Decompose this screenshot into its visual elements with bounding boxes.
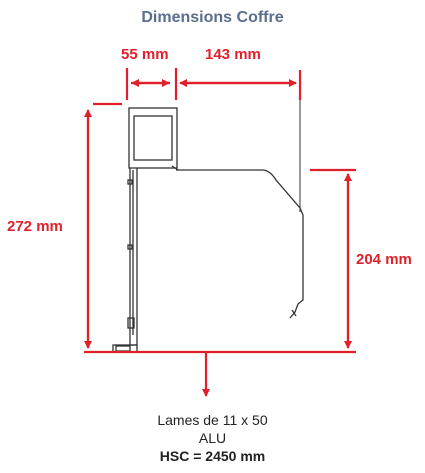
dimension-204 [310, 168, 356, 349]
caption-slat-size: Lames de 11 x 50 [157, 412, 268, 428]
caption-material: ALU [198, 430, 227, 446]
dimension-label-272: 272 mm [7, 218, 63, 235]
caption-hsc: HSC = 2450 mm [159, 448, 266, 464]
dimension-label-55: 55 mm [121, 46, 169, 63]
box-profile [112, 107, 304, 352]
dimension-143 [179, 70, 302, 100]
diagram-title: Dimensions Coffre [141, 9, 284, 26]
dimension-272 [84, 102, 122, 349]
dimension-label-143: 143 mm [205, 46, 261, 63]
dimension-55 [125, 68, 178, 100]
dimension-label-204: 204 mm [356, 251, 412, 268]
